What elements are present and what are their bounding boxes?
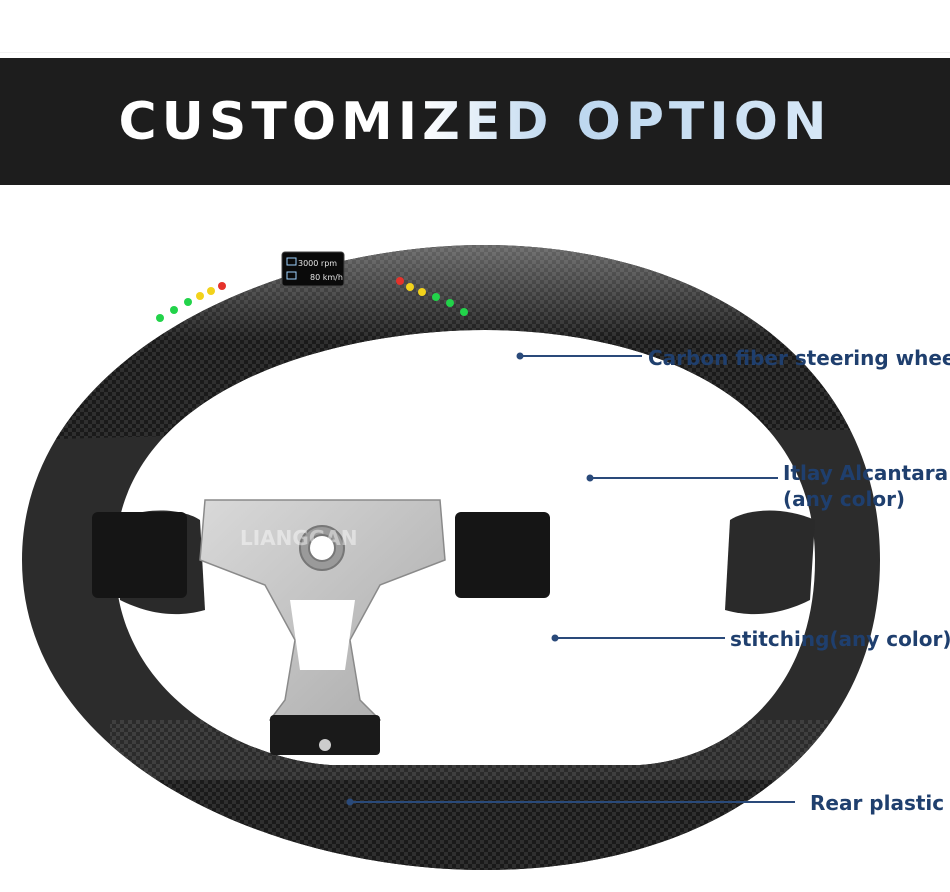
lcd-display <box>281 251 345 287</box>
steering-wheel-image: 3000 rpm 80 km/h LIANGGAN <box>22 245 880 870</box>
watermark: LIANGGAN <box>240 526 357 550</box>
callout-carbon-fiber: Carbon fiber steering wheel <box>648 346 950 370</box>
bottom-mount <box>270 715 380 755</box>
callout-lines <box>346 352 795 806</box>
callout-stitching: stitching(any color) <box>730 627 950 651</box>
left-paddle-mount <box>92 512 187 598</box>
led-shift-lights-left <box>156 282 226 322</box>
callout-alcantara: Itlay Alcantara <box>783 461 949 485</box>
led-shift-lights-right <box>396 277 468 316</box>
lcd-rpm: 3000 rpm <box>298 259 337 268</box>
callout-rear-plastic: Rear plastic <box>810 791 945 815</box>
right-paddle-mount <box>455 512 550 598</box>
top-strip <box>0 0 950 53</box>
callout-alcantara-sub: (any color) <box>783 487 906 511</box>
title-banner: CUSTOMIZED OPTION <box>0 58 950 185</box>
right-spoke <box>725 510 815 615</box>
lcd-speed: 80 km/h <box>310 273 343 282</box>
banner-title: CUSTOMIZED OPTION <box>118 91 832 152</box>
